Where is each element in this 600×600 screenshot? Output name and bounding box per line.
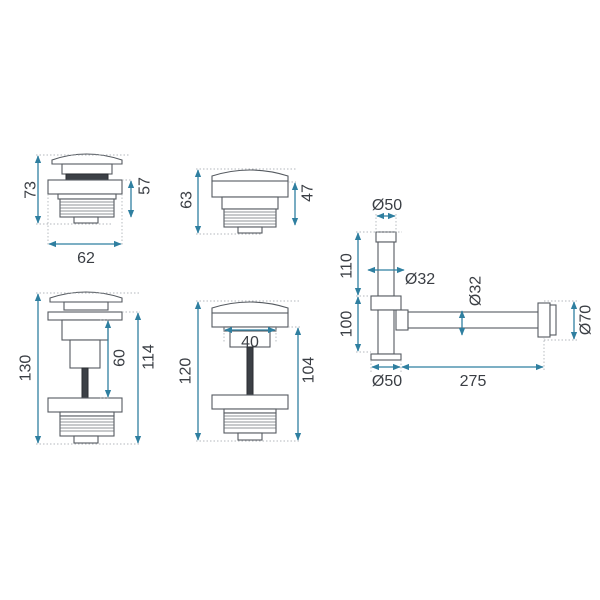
dimension-pipe-diameter-label: Ø32: [468, 276, 485, 306]
click-waste-small-dimensions: 63 47: [179, 169, 317, 234]
dimension-height-body-label: 57: [137, 177, 154, 195]
dimension-bottom-diameter-label: Ø50: [372, 373, 402, 390]
popup-waste-tall-guides: [36, 292, 140, 445]
popup-waste-small-dimensions: 73 57 62: [23, 155, 154, 267]
dimension-length-label: 275: [460, 373, 487, 390]
dimension-column-diameter-label: Ø32: [405, 271, 435, 288]
dimension-height-total-label: 73: [23, 181, 40, 199]
siphon-body: [370, 231, 557, 361]
popup-waste-small-guides: [36, 154, 132, 245]
click-waste-tall-dimensions: 120 40 104: [178, 301, 318, 441]
popup-waste-small-body: [47, 153, 123, 224]
dimension-height-total-label: 120: [178, 358, 195, 385]
dimension-height-rod-label: 60: [112, 349, 129, 367]
dimension-lower-height-label: 100: [339, 311, 356, 338]
siphon-dimensions: Ø50 110 Ø32 Ø32 100 Ø70 Ø50 275: [339, 197, 595, 390]
dimension-width-inner-label: 40: [241, 334, 259, 351]
dimension-height-body-label: 104: [301, 357, 318, 384]
click-waste-small-body: [211, 169, 289, 234]
dimension-height-body-label: 114: [141, 344, 158, 370]
popup-waste-tall-drawing: 130 60 114: [18, 291, 158, 445]
click-waste-tall-guides: [196, 300, 300, 442]
click-waste-small-guides: [196, 168, 296, 235]
popup-waste-small-drawing: 73 57 62: [23, 153, 154, 267]
dimension-height-total-label: 63: [179, 191, 196, 209]
dimension-width-label: 62: [77, 250, 95, 267]
click-waste-tall-body: [211, 301, 289, 441]
popup-waste-tall-body: [47, 291, 123, 444]
dimension-height-body-label: 47: [300, 184, 317, 202]
dimension-top-diameter-label: Ø50: [372, 197, 402, 214]
dimension-flange-diameter-label: Ø70: [578, 305, 595, 335]
siphon-drawing: Ø50 110 Ø32 Ø32 100 Ø70 Ø50 275: [339, 197, 595, 390]
click-waste-tall-drawing: 120 40 104: [178, 300, 318, 442]
dimension-height-total-label: 130: [18, 355, 35, 382]
popup-waste-tall-dimensions: 130 60 114: [18, 293, 158, 444]
siphon-guides: [356, 214, 578, 372]
click-waste-small-drawing: 63 47: [179, 168, 317, 235]
dimension-upper-height-label: 110: [339, 253, 356, 279]
